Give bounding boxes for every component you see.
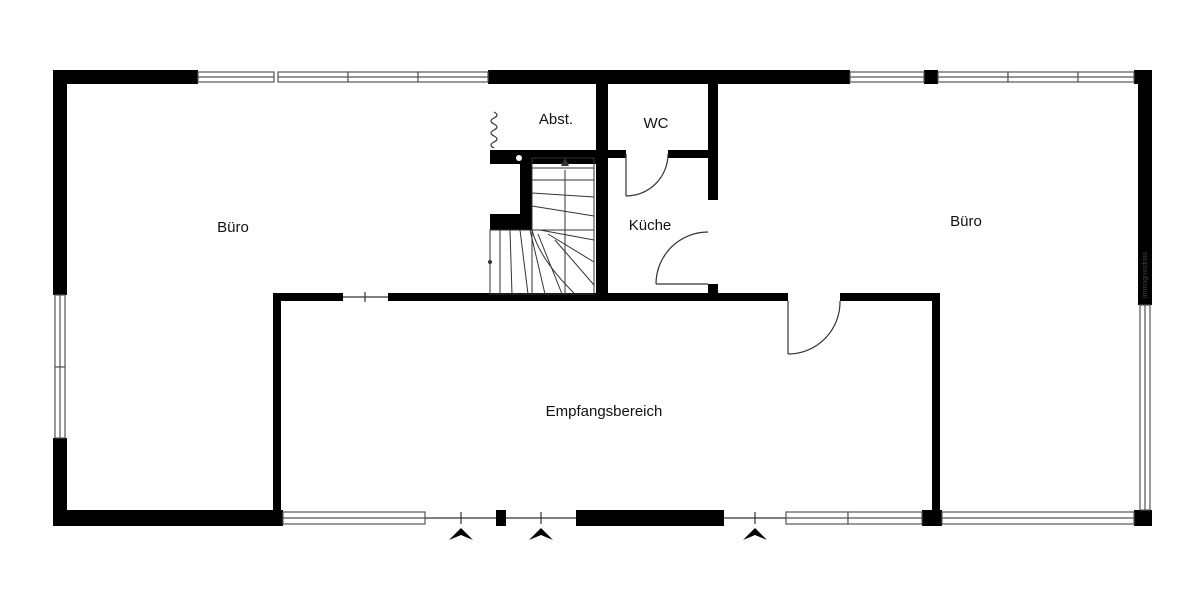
wall-bottom-left [53,510,283,526]
wall-top-middle [488,70,850,84]
wall-stair-left-pillar [520,150,532,230]
door-kitchen-swing [655,231,709,285]
wall-reception-top-right [840,293,940,301]
room-label-storage: Abst. [539,111,573,128]
wall-left-lower [53,438,67,526]
wall-right-lower-corner [1134,510,1152,526]
wall-top-right [924,70,938,84]
door-reception-swing [787,300,841,355]
wall-reception-right [932,293,940,519]
wall-wc-bottom-left [608,150,626,158]
entrance-arrow-3-icon [743,528,767,540]
interior-walls [273,84,940,519]
room-label-kitchen: Küche [629,217,672,234]
wall-reception-left [273,293,281,519]
entrance-arrow-2-icon [529,528,553,540]
entrance-markers [449,528,767,540]
wall-top-left [53,70,198,84]
room-label-right-office: Büro [950,213,982,230]
stair-direction-arrow-icon [561,158,569,166]
wall-kitchen-right [708,284,718,294]
windows [54,71,1151,525]
wall-right-upper [1138,70,1152,305]
wall-storage-bottom [490,150,596,164]
wall-wc-bottom-right [668,150,718,158]
door-wc-swing [625,153,669,197]
wall-bottom-pillar [496,510,506,526]
wall-left-upper [53,70,67,295]
outer-walls [53,70,1152,526]
column-marker [516,155,522,161]
entrance-arrow-1-icon [449,528,473,540]
wall-stair-right [596,84,608,294]
wall-bottom-middle [576,510,724,526]
interior-doors [343,153,841,355]
staircase [489,157,595,295]
wall-reception-top-left [273,293,343,301]
room-label-reception: Empfangsbereich [546,403,663,420]
entrance-doors [425,512,786,524]
wall-reception-top-mid [388,293,788,301]
room-label-wc: WC [644,115,669,132]
stair-start-dot [488,260,492,264]
spring-symbol-icon [490,111,498,149]
room-label-left-office: Büro [217,219,249,236]
wall-wc-right [708,84,718,200]
watermark-text: Immogrundriss [1142,251,1149,298]
